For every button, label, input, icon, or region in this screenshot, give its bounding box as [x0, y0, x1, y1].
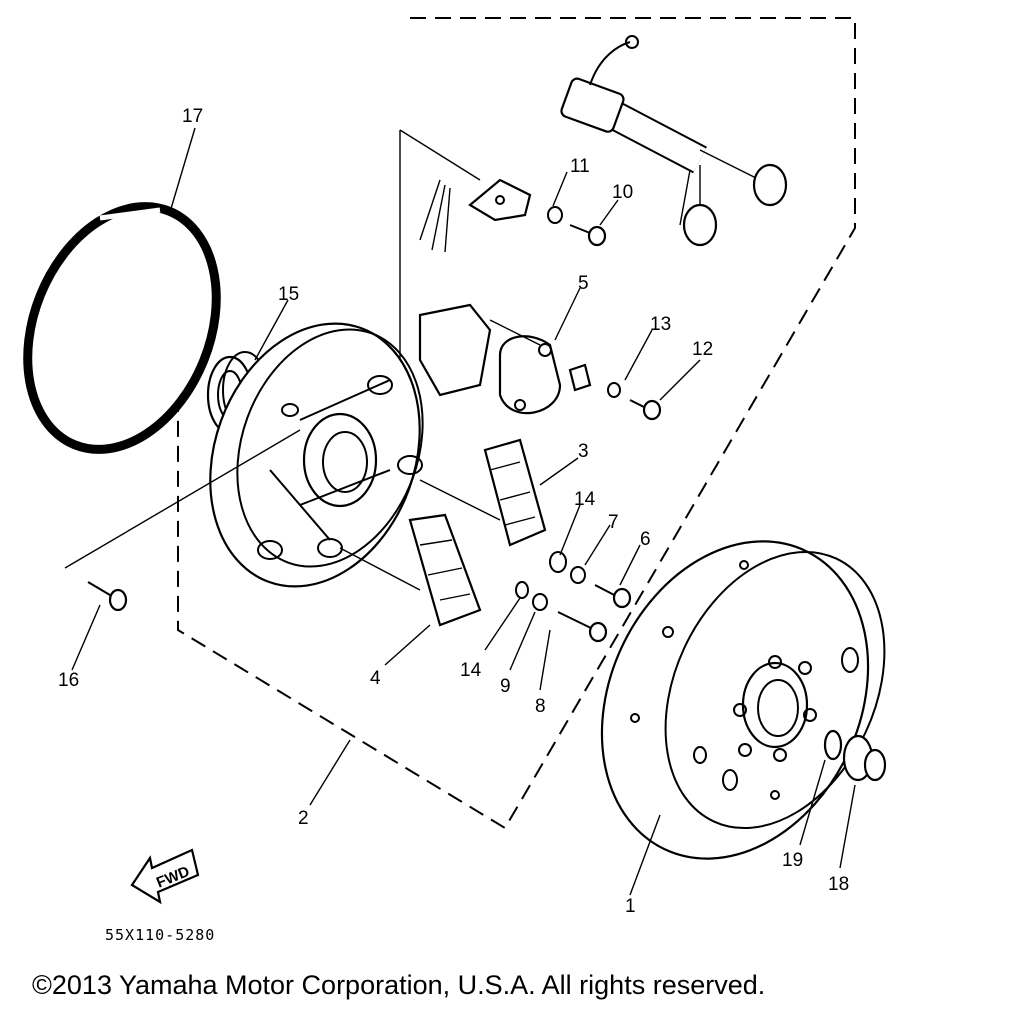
harness-leader-lines: [399, 129, 481, 360]
diagram-code: 55X110-5280: [105, 926, 215, 944]
stator-base-plate: [209, 322, 424, 588]
pickup-coil-part-5: [418, 303, 662, 421]
callout-5: 5: [578, 273, 589, 294]
callout-10: 10: [612, 182, 633, 203]
forward-direction-arrow: FWD: [130, 848, 200, 905]
callout-17: 17: [182, 106, 203, 127]
callout-19: 19: [782, 850, 803, 871]
coil-part-4: [339, 513, 608, 643]
callout-leaders: [71, 127, 856, 896]
callout-13: 13: [650, 314, 671, 335]
copyright-notice: ©2013 Yamaha Motor Corporation, U.S.A. A…: [32, 970, 766, 1000]
assembly-boundary: [177, 17, 856, 830]
coil-part-3: [419, 438, 632, 609]
callout-14-lower: 14: [460, 660, 482, 681]
callout-11: 11: [570, 156, 590, 177]
callout-14-upper: 14: [574, 489, 596, 510]
callout-4: 4: [370, 668, 381, 689]
flywheel-rotor-part-1: [600, 540, 886, 860]
callout-18: 18: [828, 874, 849, 895]
callout-12: 12: [692, 339, 713, 360]
o-ring-part-17: [23, 202, 221, 454]
callout-15: 15: [278, 284, 299, 305]
nut-part-18: [842, 734, 887, 782]
wiring-harness: [419, 35, 788, 253]
callout-3: 3: [578, 441, 589, 462]
callout-1: 1: [625, 896, 636, 917]
screw-part-16: [64, 429, 301, 612]
pickup-bracket: [468, 178, 607, 247]
callout-7: 7: [608, 512, 619, 533]
callout-2: 2: [298, 808, 309, 829]
callout-8: 8: [535, 696, 546, 717]
callout-9: 9: [500, 676, 511, 697]
callout-16: 16: [58, 670, 79, 691]
washer-part-19: [823, 729, 843, 761]
callout-6: 6: [640, 529, 651, 550]
